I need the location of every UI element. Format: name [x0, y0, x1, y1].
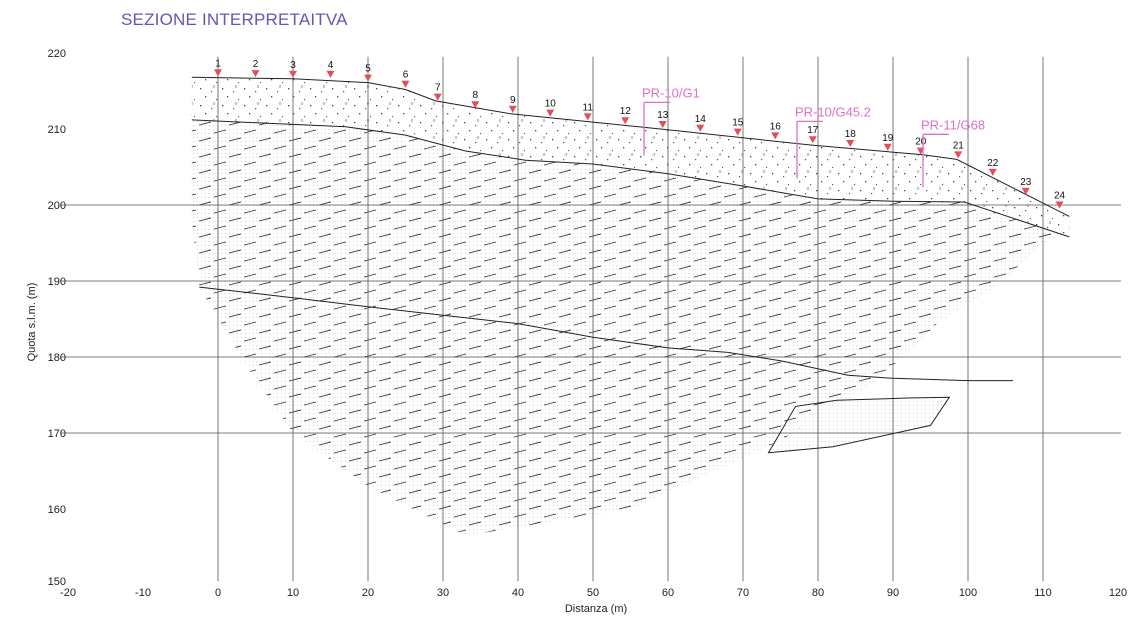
station-marker: [583, 113, 592, 121]
station-marker: [733, 128, 742, 136]
y-tick-label: 170: [48, 428, 66, 440]
x-tick-label: 0: [215, 587, 221, 599]
y-tick-labels: 220 210 200 190 180 170 160 150: [48, 48, 66, 588]
station-marker: [988, 168, 997, 176]
x-tick-label: 80: [812, 587, 824, 599]
borehole-label: PR-10/G1: [642, 85, 700, 100]
station-marker: [771, 132, 780, 140]
station-label: 19: [882, 133, 894, 144]
x-tick-label: 30: [437, 587, 449, 599]
y-axis-label: Quota s.l.m. (m): [26, 283, 38, 362]
x-tick-label: 110: [1034, 587, 1052, 599]
station-marker: [214, 69, 222, 77]
station-marker: [471, 101, 480, 109]
station-label: 21: [953, 140, 965, 151]
station-label: 7: [435, 83, 441, 94]
y-tick-label: 200: [48, 200, 66, 212]
y-tick-label: 150: [48, 576, 66, 588]
station-marker: [433, 93, 442, 101]
station-marker: [808, 136, 817, 144]
station-marker: [954, 151, 963, 159]
boundary-line-1: [191, 119, 1070, 238]
station-label: 2: [253, 59, 259, 70]
station-label: 12: [620, 106, 632, 117]
station-marker: [546, 109, 555, 117]
station-label: 1: [215, 58, 221, 69]
borehole-label: PR-11/G68: [921, 117, 985, 132]
boundary-line-2: [199, 286, 1013, 382]
y-tick-label: 210: [48, 124, 66, 136]
station-marker: [696, 124, 705, 132]
x-tick-label: 100: [959, 587, 977, 599]
y-tick-label: 220: [48, 48, 66, 60]
station-marker: [658, 121, 667, 128]
station-marker: [1021, 187, 1030, 195]
station-label: 10: [545, 99, 557, 110]
x-tick-label: 90: [887, 587, 899, 599]
station-label: 5: [365, 64, 371, 75]
station-label: 14: [695, 114, 707, 125]
station-marker: [883, 143, 892, 151]
strata-fill: [191, 75, 1070, 536]
sand-unit-fill: [191, 77, 1070, 237]
station-label: 17: [807, 125, 819, 136]
station-label: 4: [328, 60, 334, 71]
station-marker: [846, 140, 855, 147]
station-label: 8: [472, 90, 478, 101]
station-marker: [251, 70, 260, 78]
x-axis-label: Distanza (m): [565, 603, 627, 615]
x-tick-label: 60: [662, 587, 674, 599]
station-marker: [1055, 201, 1064, 209]
station-marker: [508, 105, 517, 113]
station-marker: [326, 70, 335, 78]
station-label: 16: [770, 121, 782, 132]
y-tick-label: 180: [48, 352, 66, 364]
x-tick-label: -10: [135, 587, 151, 599]
station-label: 18: [845, 129, 857, 140]
station-marker: [401, 80, 410, 88]
x-tick-label: 120: [1109, 587, 1127, 599]
station-label: 13: [657, 110, 669, 121]
station-marker: [364, 74, 372, 82]
station-label: 6: [403, 70, 409, 81]
topography-line: [191, 76, 1070, 217]
station-label: 20: [915, 137, 927, 148]
station-marker: [621, 117, 630, 125]
y-tick-label: 160: [48, 504, 66, 516]
x-tick-label: 10: [287, 587, 299, 599]
x-tick-labels: -20 -10 0 10 20 30 40 50 60 70 80 90 100 110 120: [60, 587, 1127, 599]
lens-outline: [767, 396, 951, 454]
station-label: 15: [732, 118, 744, 129]
section-title: SEZIONE INTERPRETAITVA: [121, 10, 348, 29]
borehole-label: PR-10/G45.2: [795, 104, 871, 119]
x-tick-label: 20: [362, 587, 374, 599]
station-marker: [289, 70, 297, 78]
x-tick-label: 70: [737, 587, 749, 599]
grid: [60, 56, 1121, 582]
x-tick-label: 50: [587, 587, 599, 599]
lens-fill: [768, 397, 950, 453]
station-label: 9: [510, 95, 516, 106]
station-label: 3: [290, 60, 296, 71]
x-tick-label: 40: [512, 587, 524, 599]
x-tick-label: -20: [60, 587, 76, 599]
strata-boundaries: [191, 76, 1070, 454]
station-label: 22: [987, 158, 999, 169]
station-label: 23: [1020, 177, 1032, 188]
station-label: 11: [583, 102, 594, 113]
station-label: 24: [1054, 191, 1066, 202]
y-tick-label: 190: [48, 276, 66, 288]
